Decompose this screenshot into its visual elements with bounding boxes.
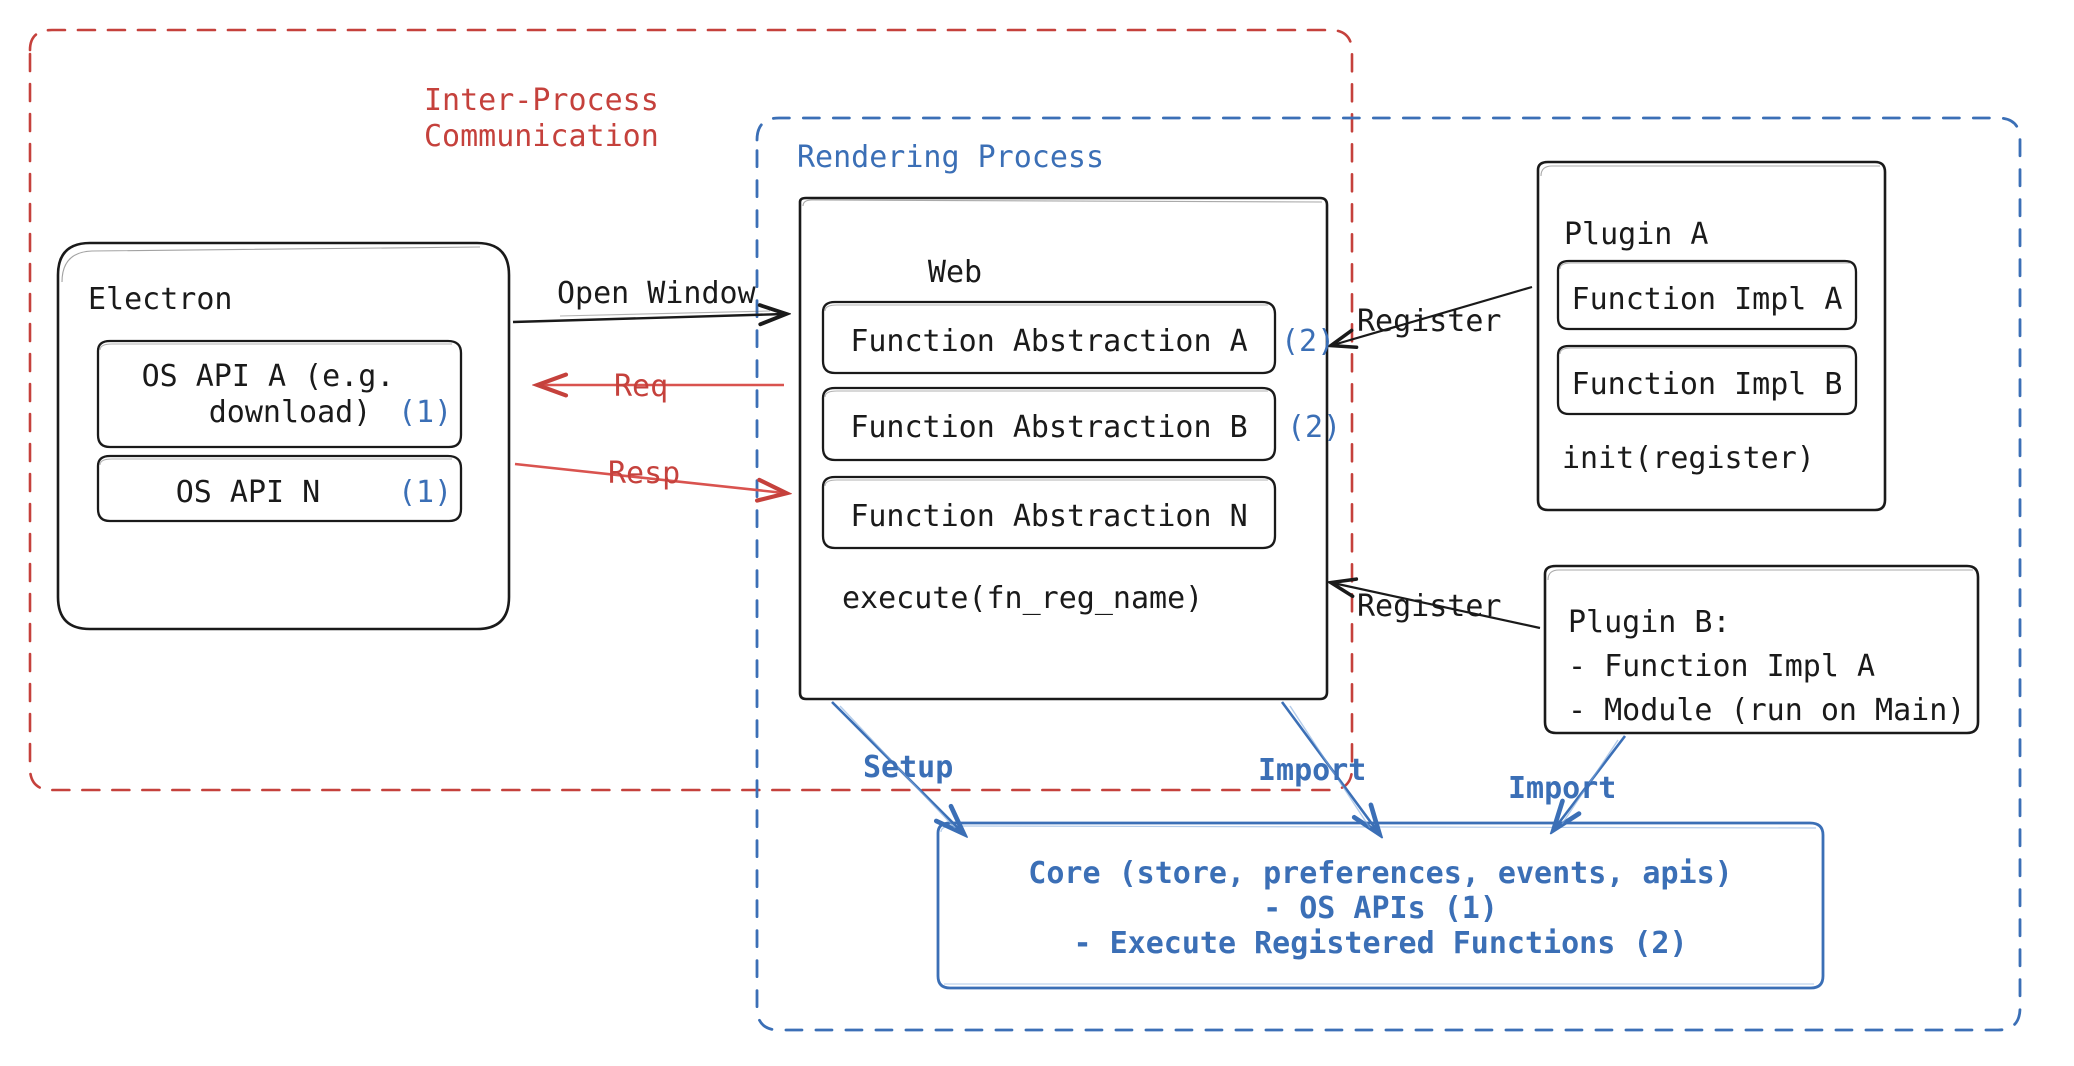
web-title: Web	[927, 255, 983, 290]
core-item-os-apis: - OS APIs (1)	[1263, 891, 1498, 926]
edge-label-register-bottom: Register	[1357, 589, 1502, 624]
edge-label-register-top: Register	[1357, 304, 1502, 339]
plugin-a-footer-init: init(register)	[1562, 441, 1815, 476]
edge-label-import-web: Import	[1258, 753, 1367, 788]
os-api-a-tag: (1)	[398, 395, 453, 430]
edge-label-setup: Setup	[863, 750, 954, 785]
os-api-n-tag: (1)	[398, 475, 453, 510]
ipc-group-label-line2: Communication	[424, 119, 659, 154]
plugin-b-item-module: - Module (run on Main)	[1568, 693, 1966, 728]
function-impl-b-label: Function Impl B	[1571, 367, 1843, 402]
arrow-open-window	[512, 311, 784, 322]
os-api-a-label-line2: download)	[208, 395, 372, 430]
rendering-group-label: Rendering Process	[797, 140, 1105, 175]
electron-title: Electron	[88, 282, 233, 317]
edge-label-open-window: Open Window	[557, 276, 756, 311]
plugin-b-item-function-impl-a: - Function Impl A	[1568, 649, 1876, 684]
function-abstraction-a-label: Function Abstraction A	[850, 324, 1248, 359]
edge-label-req: Req	[614, 369, 669, 404]
edge-label-import-plugin-b: Import	[1508, 771, 1617, 806]
os-api-n-label: OS API N	[175, 475, 321, 510]
ipc-group-label-line1: Inter-Process	[424, 83, 659, 118]
function-impl-a-label: Function Impl A	[1571, 282, 1843, 317]
core-title: Core (store, preferences, events, apis)	[1028, 856, 1733, 891]
function-abstraction-n-label: Function Abstraction N	[850, 499, 1248, 534]
web-footer-execute: execute(fn_reg_name)	[842, 581, 1204, 616]
plugin-a-title: Plugin A	[1564, 217, 1709, 252]
function-abstraction-b-label: Function Abstraction B	[850, 410, 1248, 445]
os-api-a-label-line1: OS API A (e.g.	[141, 359, 395, 394]
edge-label-resp: Resp	[608, 456, 681, 491]
function-abstraction-b-tag: (2)	[1287, 410, 1342, 445]
plugin-b-title: Plugin B:	[1568, 605, 1731, 640]
function-abstraction-a-tag: (2)	[1281, 324, 1336, 359]
core-item-execute-registered: - Execute Registered Functions (2)	[1073, 926, 1688, 961]
